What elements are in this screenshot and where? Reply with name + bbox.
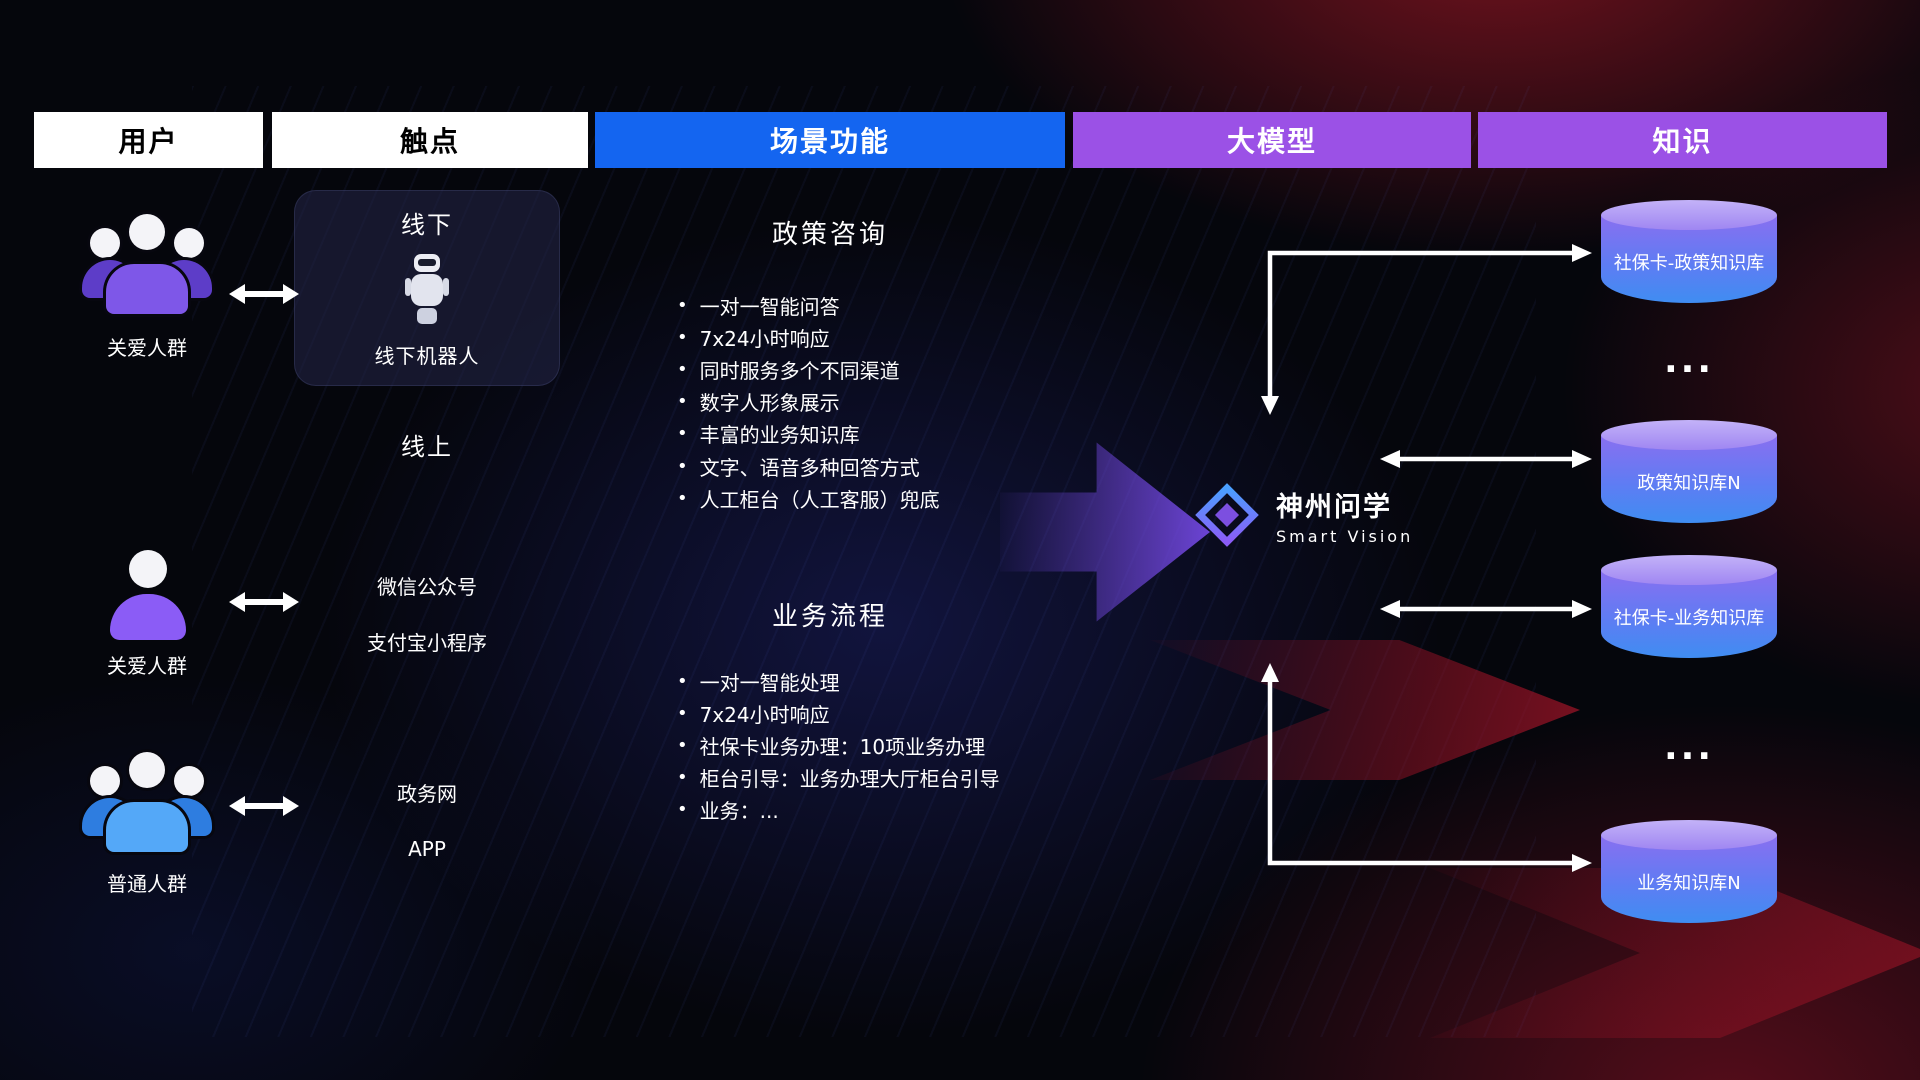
list-item: 7x24小时响应 <box>677 697 1000 729</box>
online-title: 线上 <box>401 433 453 461</box>
header-pill-scene-functions: 场景功能 <box>595 112 1065 168</box>
scene-title-policy: 政策咨询 <box>771 220 888 250</box>
offline-touchpoint-card: 线下 线下机器人 <box>294 190 560 386</box>
care-person-icon <box>110 550 186 640</box>
list-item: 一对一智能处理 <box>677 665 1000 697</box>
policy-consult-list: 一对一智能问答 7x24小时响应 同时服务多个不同渠道 数字人形象展示 丰富的业… <box>677 289 940 514</box>
channel-wechat: 微信公众号 <box>377 575 477 599</box>
care-group-icon <box>82 212 212 318</box>
knowledge-ellipsis: ... <box>1663 340 1715 381</box>
knowledge-db-policy-social: 社保卡-政策知识库 <box>1601 200 1777 306</box>
scene-title-business: 业务流程 <box>771 602 888 632</box>
db-label: 业务知识库N <box>1637 873 1741 895</box>
user-label: 关爱人群 <box>107 336 187 360</box>
knowledge-db-business-n: 业务知识库N <box>1601 820 1777 926</box>
user-label: 普通人群 <box>107 872 187 896</box>
database-cylinder-icon <box>1601 555 1777 585</box>
smart-vision-logo: 神州问学 Smart Vision <box>1192 480 1413 550</box>
db-label: 社保卡-业务知识库 <box>1613 608 1765 630</box>
list-item: 业务：... <box>677 794 1000 826</box>
database-cylinder-icon <box>1601 420 1777 450</box>
database-cylinder-icon <box>1601 820 1777 850</box>
user-label: 关爱人群 <box>107 654 187 678</box>
list-item: 社保卡业务办理：10项业务办理 <box>677 729 1000 761</box>
double-arrow-icon <box>229 592 299 612</box>
general-group-icon <box>82 750 212 856</box>
list-item: 一对一智能问答 <box>677 289 940 321</box>
list-item: 7x24小时响应 <box>677 321 940 353</box>
channel-app: APP <box>408 837 446 861</box>
header-pill-users: 用户 <box>34 112 263 168</box>
knowledge-db-business-social: 社保卡-业务知识库 <box>1601 555 1777 661</box>
header-pill-touchpoints: 触点 <box>272 112 588 168</box>
database-cylinder-icon <box>1601 200 1777 230</box>
channel-govnet: 政务网 <box>397 782 457 806</box>
db-label: 政策知识库N <box>1637 473 1741 495</box>
robot-icon <box>405 254 449 326</box>
robot-label: 线下机器人 <box>374 344 480 368</box>
list-item: 文字、语音多种回答方式 <box>677 450 940 482</box>
person-body <box>110 594 186 640</box>
knowledge-db-policy-n: 政策知识库N <box>1601 420 1777 526</box>
diamond-logo-icon <box>1195 483 1259 547</box>
double-arrow-icon <box>229 796 299 816</box>
channel-alipay: 支付宝小程序 <box>367 631 487 655</box>
list-item: 柜台引导：业务办理大厅柜台引导 <box>677 762 1000 794</box>
double-arrow-icon <box>229 284 299 304</box>
header-pill-llm: 大模型 <box>1073 112 1471 168</box>
db-label: 社保卡-政策知识库 <box>1613 253 1765 275</box>
list-item: 人工柜台（人工客服）兜底 <box>677 482 940 514</box>
logo-name: 神州问学 <box>1276 491 1392 523</box>
knowledge-ellipsis: ... <box>1663 727 1715 768</box>
list-item: 同时服务多个不同渠道 <box>677 353 940 385</box>
header-pill-knowledge: 知识 <box>1478 112 1887 168</box>
logo-subtitle: Smart Vision <box>1276 526 1414 546</box>
person-head <box>129 550 167 588</box>
list-item: 数字人形象展示 <box>677 386 940 418</box>
offline-title: 线下 <box>401 211 453 239</box>
business-process-list: 一对一智能处理 7x24小时响应 社保卡业务办理：10项业务办理 柜台引导：业务… <box>677 665 1000 826</box>
list-item: 丰富的业务知识库 <box>677 418 940 450</box>
